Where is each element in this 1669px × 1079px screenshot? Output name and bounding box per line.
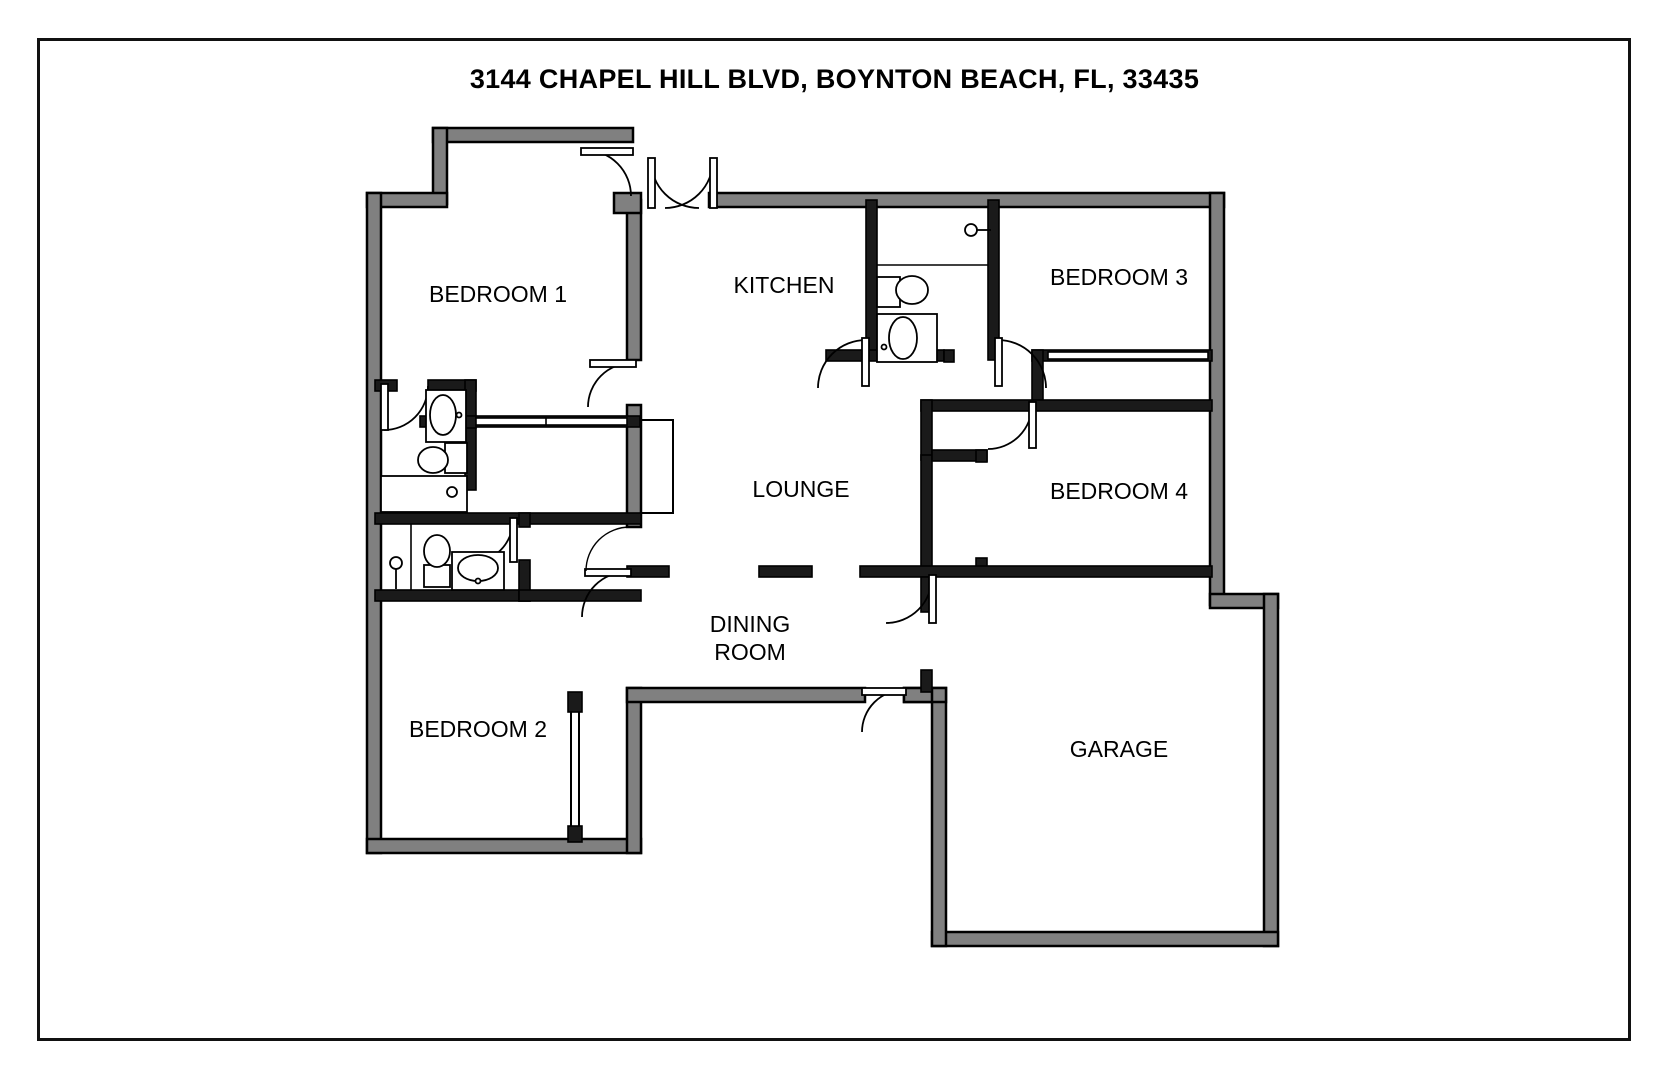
room-label-bedroom-1: BEDROOM 1	[429, 281, 567, 307]
door-swings	[380, 147, 1047, 733]
wall-bedroom1-right-upper	[625, 198, 643, 362]
closet-outline	[640, 419, 674, 514]
wall-bath2-bottom	[374, 589, 531, 602]
exterior-walls	[365, 126, 1280, 948]
bath-1-sink-tap	[455, 411, 463, 419]
window-center-left	[544, 417, 628, 426]
wall-bath3-right	[987, 199, 1000, 361]
door-panel-bath3-right	[994, 337, 1003, 387]
wall-lounge-divider-center	[758, 565, 813, 578]
door-swing-bath3-right	[997, 339, 1047, 389]
wall-ext-bottom-left	[365, 837, 643, 855]
wall-bath2-right-jamb	[518, 512, 531, 528]
fixtures	[380, 223, 991, 591]
wall-dining-bottom	[625, 686, 867, 704]
window-bedroom1-lower	[475, 417, 547, 426]
page-title: 3144 CHAPEL HILL BLVD, BOYNTON BEACH, FL…	[469, 64, 1200, 94]
bath-2-toilet	[423, 534, 451, 568]
room-label-dining-room: DINING	[710, 611, 791, 637]
bath-1-tub-drain	[446, 486, 458, 498]
bath-2-sink	[457, 554, 499, 582]
wall-bedroom2-right	[625, 686, 643, 855]
wall-garage-bottom	[930, 930, 1280, 948]
bath-2-toilet-tank	[423, 564, 451, 588]
door-panel-bath2	[509, 517, 518, 563]
bed2-closet-frame	[570, 699, 580, 841]
room-label-dining-room-line2: ROOM	[714, 639, 786, 665]
wall-bath2-bottom-ext	[518, 589, 642, 602]
bath-3-toilet	[895, 275, 929, 305]
wall-hall-left-lower	[920, 454, 933, 574]
room-labels: BEDROOM 1 BEDROOM 2 BEDROOM 3 BEDROOM 4 …	[409, 264, 1188, 762]
wall-center-left-horiz-2	[374, 512, 642, 525]
wall-hall-horiz	[920, 399, 1213, 412]
door-panel-hall-bed4	[1028, 401, 1037, 449]
bed2-closet-top-block	[567, 691, 583, 713]
door-swing-dining-garage	[861, 689, 905, 733]
window-bedroom3	[1047, 351, 1209, 360]
door-panel-entry-left	[580, 147, 634, 156]
wall-lounge-divider-right	[859, 565, 1213, 578]
wall-ext-right-upper	[1208, 191, 1226, 607]
bath-3-wall-fixture	[964, 223, 978, 237]
wall-garage-left-lower	[930, 686, 948, 948]
door-panel-bedroom2	[584, 568, 632, 577]
room-label-bedroom-2: BEDROOM 2	[409, 716, 547, 742]
door-swing-hall-left	[585, 526, 631, 572]
door-panel-bath1	[380, 383, 389, 431]
door-swing-bath3-left	[817, 339, 867, 389]
wall-ext-top-bump	[431, 126, 635, 144]
wall-lounge-divider-left	[626, 565, 670, 578]
door-panel-mid-left	[647, 157, 656, 209]
wall-bed4-closet-right	[975, 449, 988, 463]
wall-hall-left	[920, 399, 933, 461]
bath-2-sink-tap	[474, 577, 482, 585]
wall-bath3-bottom-stub	[943, 349, 955, 363]
wall-kitchen-entry-pier	[612, 191, 643, 215]
door-panel-bath3-left	[861, 337, 870, 387]
bath-2-wall-fixture	[389, 556, 403, 570]
bath-1-toilet	[417, 446, 449, 474]
door-panel-dining-garage	[861, 687, 907, 696]
door-swing-entry-left	[584, 149, 632, 197]
wall-garage-right	[1262, 592, 1280, 948]
room-label-lounge: LOUNGE	[752, 476, 849, 502]
room-label-bedroom-3: BEDROOM 3	[1050, 264, 1188, 290]
bed2-closet-bottom-block	[567, 825, 583, 843]
door-swing-bedroom1	[587, 362, 633, 408]
wall-ext-top-right	[707, 191, 1226, 209]
bath-3-sink	[888, 316, 918, 360]
bath-3-sink-tap	[880, 343, 888, 351]
wall-garage-door-jamb	[920, 669, 933, 693]
room-label-garage: GARAGE	[1070, 736, 1168, 762]
bath-1-sink	[429, 394, 457, 436]
wall-bedroom3-left-stub	[1031, 349, 1044, 401]
room-label-bedroom-4: BEDROOM 4	[1050, 478, 1188, 504]
door-panel-bedroom1	[589, 359, 637, 368]
room-label-kitchen: KITCHEN	[734, 272, 835, 298]
door-panel-garage	[928, 574, 937, 624]
door-panel-mid-right	[709, 157, 718, 209]
windows	[475, 351, 1209, 426]
wall-bath3-left	[865, 199, 878, 361]
